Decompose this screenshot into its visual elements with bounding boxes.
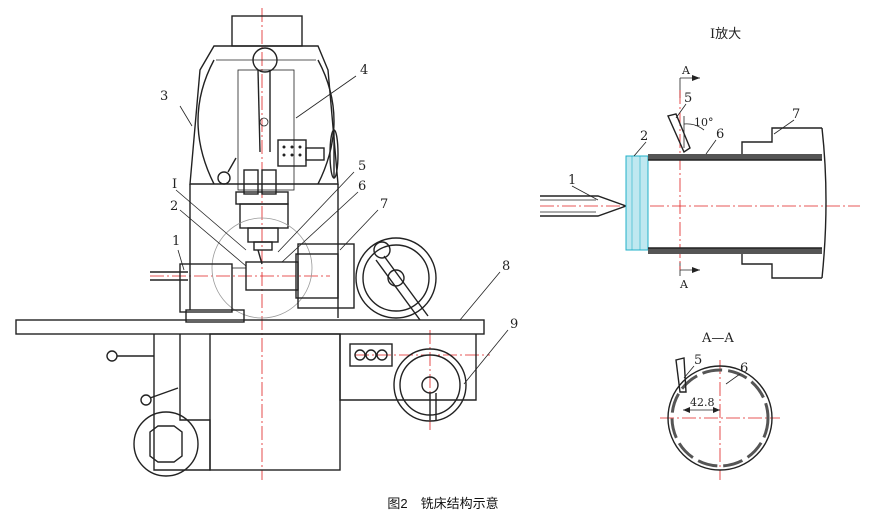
label-6: 6 xyxy=(358,179,366,194)
zoom-label-1: 1 xyxy=(568,173,576,188)
label-5: 5 xyxy=(358,159,366,174)
section-arrow-bottom: A xyxy=(679,278,689,291)
section-label-6: 6 xyxy=(740,361,748,376)
angle-label: 10° xyxy=(694,116,714,129)
section-title: A—A xyxy=(701,331,734,346)
dimension-label: 42.8 xyxy=(690,396,715,409)
section-view: A—A 42.8 5 6 xyxy=(660,331,780,480)
label-2: 2 xyxy=(170,199,178,214)
figure-caption: 图2 铣床结构示意 xyxy=(387,496,498,511)
label-7: 7 xyxy=(380,197,388,212)
label-1: 1 xyxy=(172,234,180,249)
label-4: 4 xyxy=(360,63,368,78)
zoom-label-6: 6 xyxy=(716,127,724,142)
enlarged-view: I放大 A A xyxy=(540,27,860,291)
zoom-label-2: 2 xyxy=(640,129,648,144)
label-detail-I: I xyxy=(172,177,177,192)
zoom-label-5: 5 xyxy=(684,91,692,106)
section-label-5: 5 xyxy=(694,353,702,368)
zoom-label-7: 7 xyxy=(792,107,800,122)
enlarge-title: I放大 xyxy=(710,27,741,42)
main-leaders xyxy=(175,75,509,385)
label-3: 3 xyxy=(160,89,168,104)
machine-main-view xyxy=(15,8,490,480)
label-9: 9 xyxy=(510,317,518,332)
label-8: 8 xyxy=(502,259,510,274)
main-part-labels: 1 2 3 4 5 6 7 8 9 I xyxy=(160,63,518,332)
section-arrow-top: A xyxy=(681,64,691,77)
